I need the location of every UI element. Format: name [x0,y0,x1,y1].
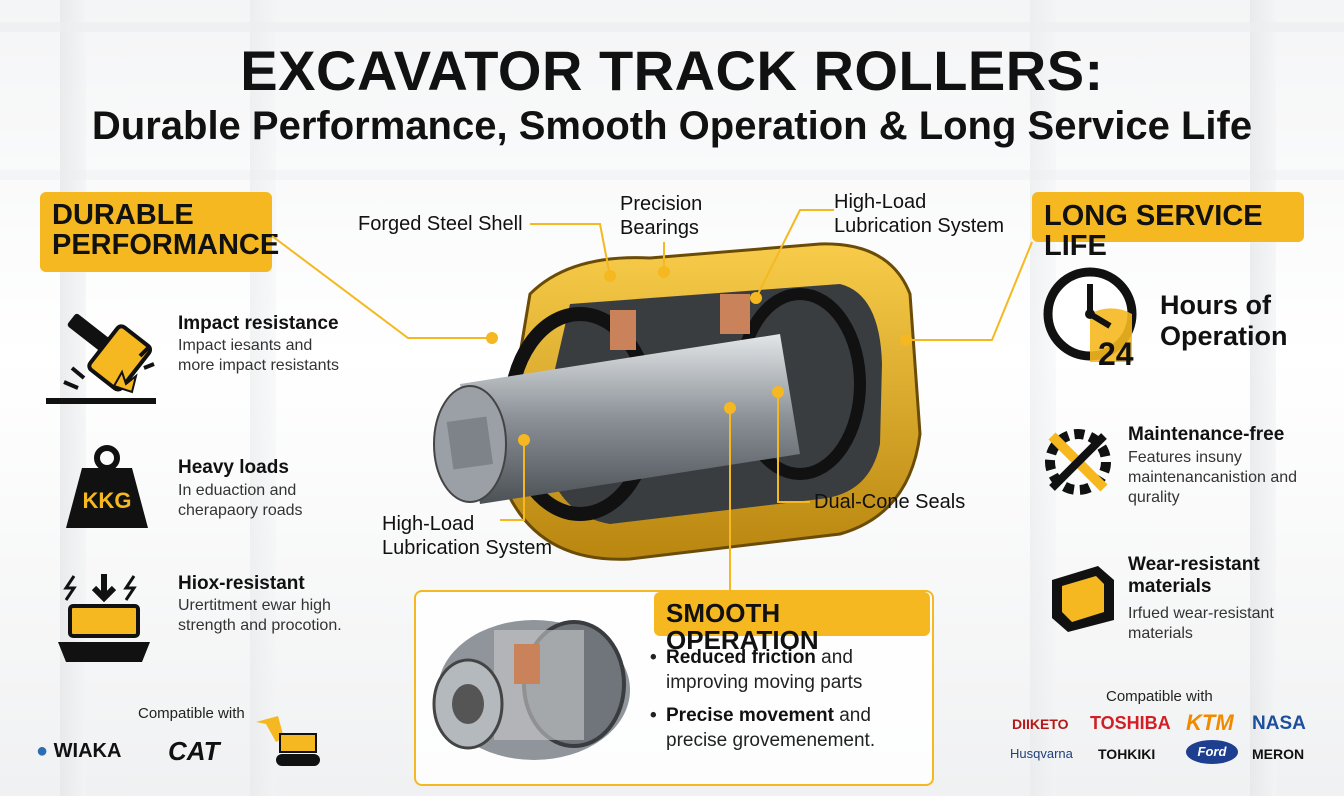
brand-wiaka: ● WIAKA [36,740,122,762]
feature-impact-desc: Impact iesants and more impact resistant… [178,337,339,374]
feature-heavy-desc: In eduaction and cherapaory roads [178,482,303,519]
smooth-bullet-1: •Reduced friction and improving moving p… [650,647,863,693]
brand-tohkiki: TOHKIKI [1098,746,1156,762]
main-title: EXCAVATOR TRACK ROLLERS: [240,39,1104,102]
feature-impact-title: Impact resistance [178,313,339,334]
compat-left-label: Compatible with [138,705,245,722]
callout-lube-bottom: High-Load Lubrication System [382,513,553,559]
weight-icon [66,445,148,528]
smooth-bullet-2: •Precise movement and precise grovemenem… [650,705,876,751]
feature-heavy-title: Heavy loads [178,457,289,478]
brand-ford: Ford [1186,740,1238,764]
callout-dual-cone: Dual-Cone Seals [814,491,966,513]
pressure-icon [58,574,150,662]
wrench-gear-icon [1045,429,1111,495]
subtitle: Durable Performance, Smooth Operation & … [91,104,1253,148]
brand-toshiba: TOSHIBA [1090,713,1171,733]
track-roller-cutaway [433,242,922,561]
steel-bar-icon [1052,566,1114,632]
roller-detail-illustration [432,620,630,760]
brand-cat: CAT [168,736,220,766]
feature-wear-title: Wear-resistant materials [1128,554,1260,597]
feature-hiox-title: Hiox-resistant [178,573,305,594]
long-service-life-badge: LONG SERVICE LIFE [1032,192,1304,262]
brand-nasa: NASA [1252,713,1306,734]
clock-number: 24 [1098,336,1134,372]
feature-wear-desc: Irfued wear-resistant materials [1128,605,1274,642]
brand-ktm: KTM [1186,710,1234,735]
compat-right-label: Compatible with [1106,688,1213,705]
hammer-icon [46,313,156,404]
weight-icon-label: KKG [82,488,132,513]
smooth-operation-badge: SMOOTH OPERATION [654,592,930,654]
clock-24-icon [1043,267,1137,362]
brand-meron: MERON [1252,746,1305,762]
durable-performance-badge: DURABLE PERFORMANCE [40,192,279,272]
brand-husqvarna: Husqvarna [1010,746,1073,761]
brand-diiketo: DIIKETO [1012,716,1069,732]
excavator-icon [256,716,320,766]
feature-hiox-desc: Urertitment ewar high strength and proco… [178,597,342,634]
feature-maintenance-desc: Features insuny maintenancanistion and q… [1128,449,1298,506]
hours-of-operation: Hours of Operation [1160,290,1288,352]
callout-forged-shell: Forged Steel Shell [358,213,523,235]
feature-maintenance-title: Maintenance-free [1128,424,1285,445]
callout-lube-top: High-Load Lubrication System [834,191,1005,237]
callout-precision-bearings: Precision Bearings [620,193,703,239]
